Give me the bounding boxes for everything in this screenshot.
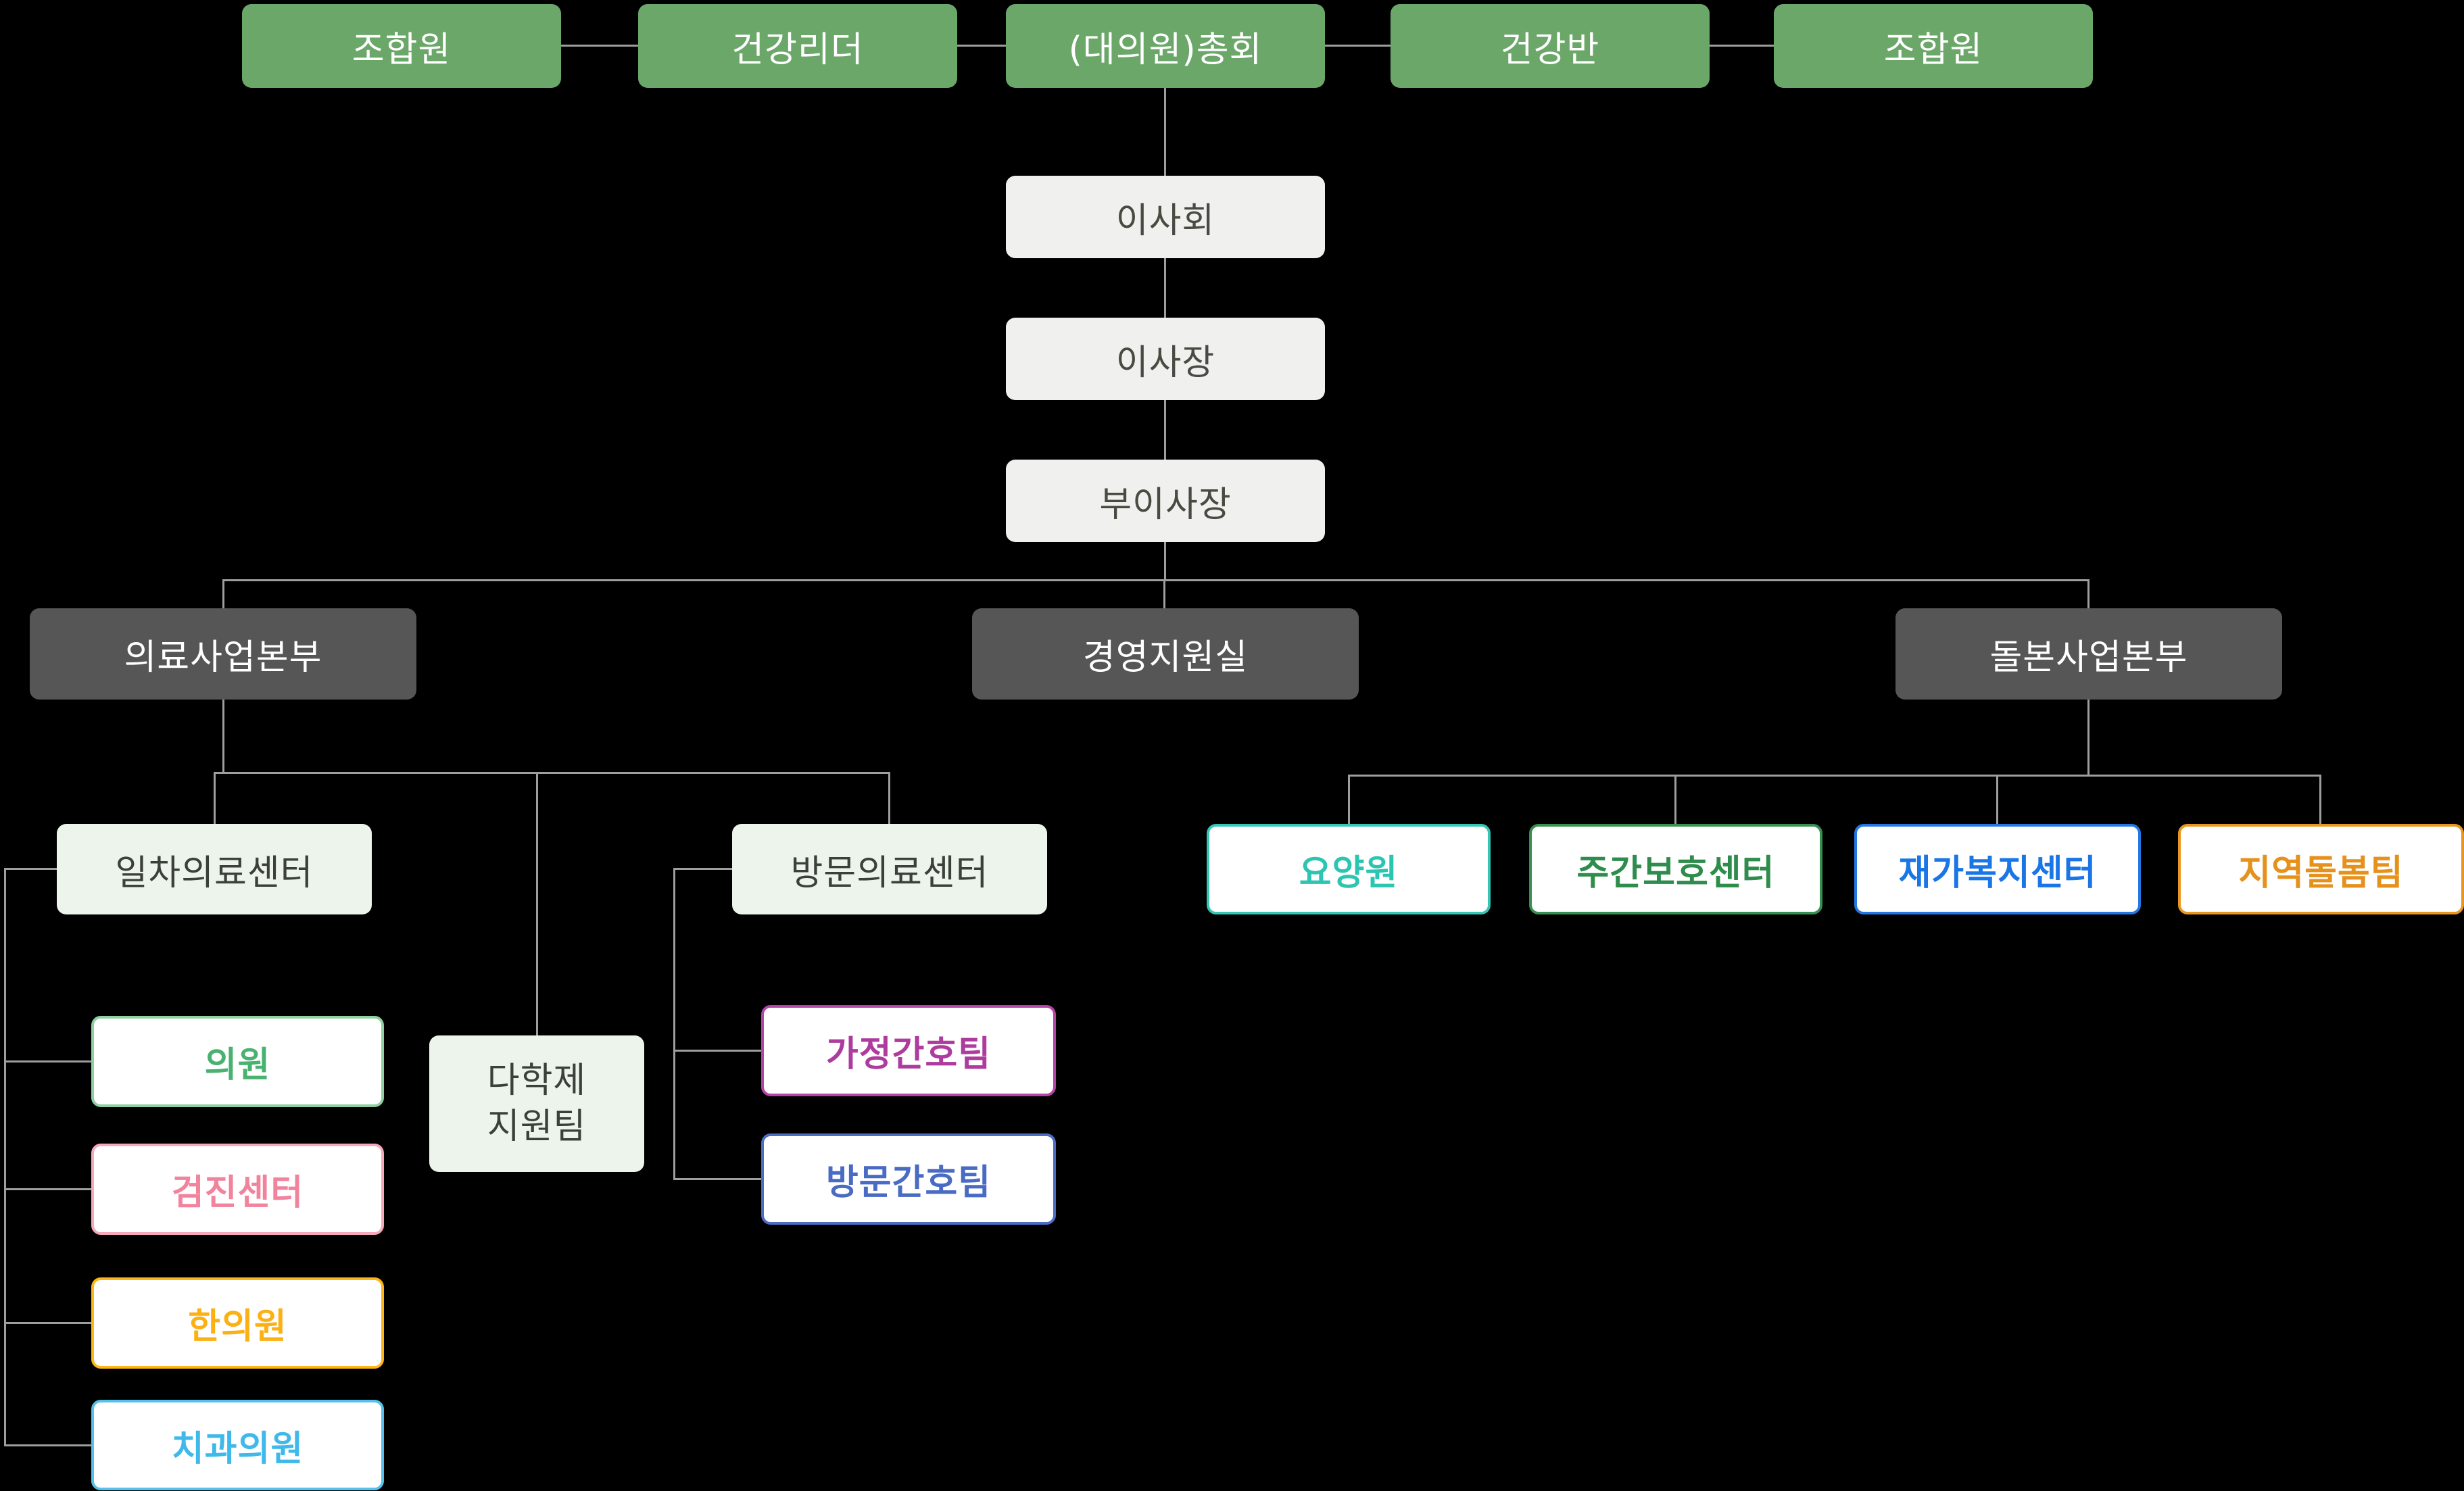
connector [4, 1444, 91, 1446]
community-care-team-box: 지역돌봄팀 [2178, 824, 2464, 914]
connector [214, 772, 890, 774]
care-division-box: 돌본사업본부 [1895, 608, 2282, 700]
connector [1348, 775, 1350, 824]
visiting-nursing-team-box: 방문간호팀 [761, 1133, 1056, 1225]
connector [673, 1178, 761, 1180]
health-leader-box: 건강리더 [638, 4, 957, 88]
connector [1349, 775, 2321, 777]
connector [222, 700, 224, 772]
clinic-box: 의원 [91, 1016, 384, 1107]
dental-clinic-box: 치과의원 [91, 1400, 384, 1490]
connector [673, 1050, 761, 1052]
connector [561, 45, 638, 47]
general-assembly-box: (대의원)총회 [1006, 4, 1325, 88]
member-box-right: 조합원 [1774, 4, 2093, 88]
connector [4, 1060, 91, 1062]
home-welfare-center-box: 재가복지센터 [1854, 824, 2141, 914]
connector [4, 1322, 91, 1324]
connector [888, 772, 890, 824]
connector [2087, 700, 2089, 775]
connector [223, 579, 2089, 581]
connector [222, 579, 224, 608]
connector [1674, 775, 1676, 824]
connector [1325, 45, 1391, 47]
connector [2319, 775, 2321, 824]
primary-care-center-box: 일차의료센터 [57, 824, 372, 914]
day-care-center-box: 주간보호센터 [1529, 824, 1822, 914]
connector [1164, 88, 1166, 176]
connector [1164, 400, 1166, 460]
screening-center-box: 검진센터 [91, 1144, 384, 1235]
connector [1996, 775, 1998, 824]
connector [4, 868, 57, 870]
health-group-box: 건강반 [1391, 4, 1710, 88]
connector [673, 868, 675, 1180]
nursing-home-box: 요양원 [1207, 824, 1491, 914]
multidisciplinary-support-team-box: 다학제 지원팀 [429, 1035, 644, 1172]
visiting-care-center-box: 방문의료센터 [732, 824, 1047, 914]
connector [1164, 542, 1166, 579]
connector [536, 772, 538, 1035]
korean-medicine-clinic-box: 한의원 [91, 1277, 384, 1369]
connector [1163, 579, 1165, 608]
multidisciplinary-support-team-line1: 다학제 [487, 1060, 587, 1101]
connector [4, 1188, 91, 1190]
connector [1164, 258, 1166, 318]
multidisciplinary-support-team-line2: 지원팀 [487, 1106, 587, 1147]
connector [214, 772, 216, 824]
medical-division-box: 의료사업본부 [30, 608, 416, 700]
connector [1710, 45, 1774, 47]
member-box-left: 조합원 [242, 4, 561, 88]
connector [957, 45, 1006, 47]
management-support-office-box: 경영지원실 [972, 608, 1359, 700]
board-of-directors-box: 이사회 [1006, 176, 1325, 258]
chairman-box: 이사장 [1006, 318, 1325, 400]
vice-chairman-box: 부이사장 [1006, 460, 1325, 542]
connector [2087, 579, 2089, 608]
connector [4, 868, 6, 1446]
home-nursing-team-box: 가정간호팀 [761, 1005, 1056, 1096]
connector [673, 868, 732, 870]
